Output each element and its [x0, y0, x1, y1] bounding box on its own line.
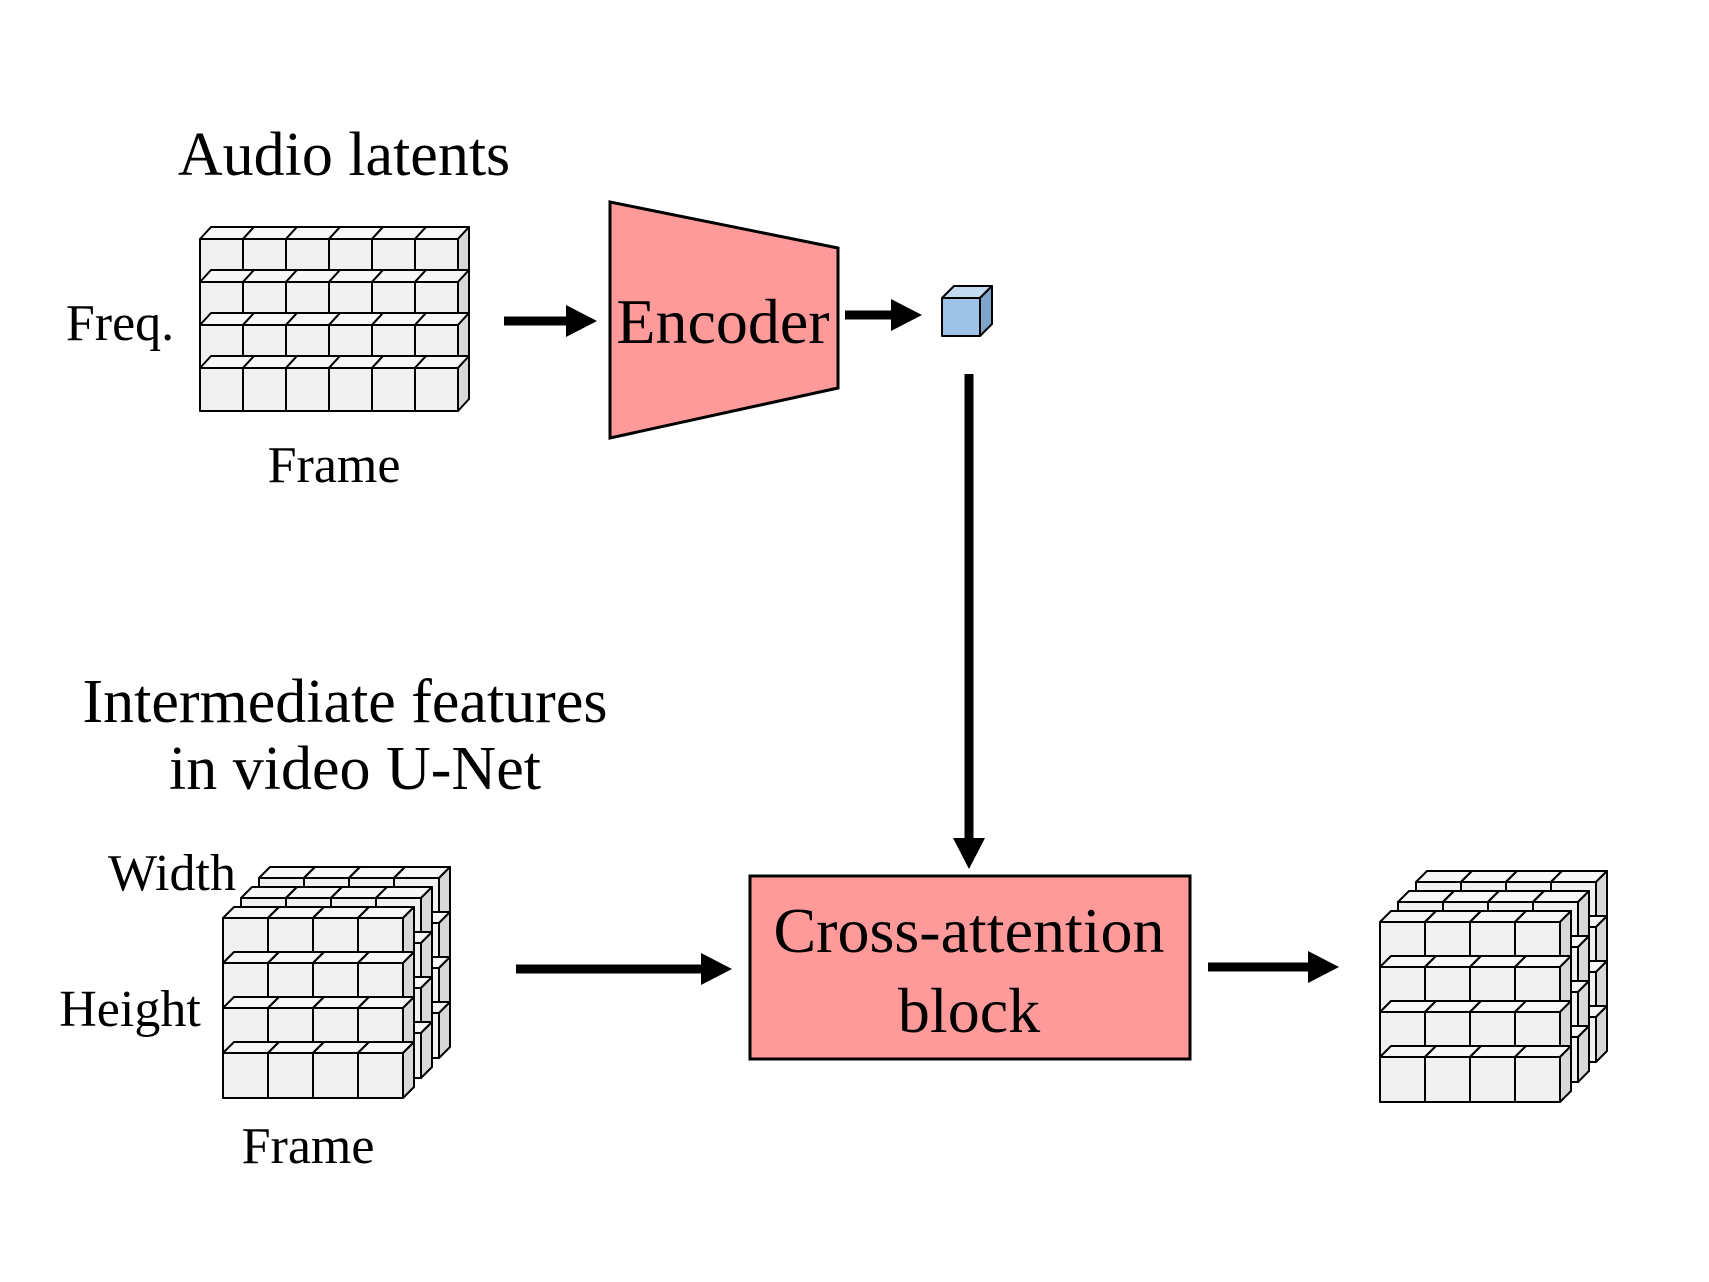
height-label: Height	[59, 981, 201, 1038]
arrow-encoder-to-embedding	[845, 299, 922, 331]
cross-attention-label-line1: Cross-attention	[773, 895, 1164, 966]
cube	[941, 285, 993, 337]
video-frame-label: Frame	[242, 1118, 375, 1175]
audio-latents-grid	[199, 226, 470, 412]
cube	[357, 1041, 415, 1099]
output-features-volume	[1379, 870, 1608, 1103]
arrow-audio-to-encoder	[504, 305, 597, 337]
encoder-block: Encoder	[608, 200, 840, 440]
cube	[242, 355, 298, 412]
freq-label: Freq.	[66, 295, 174, 352]
arrow-features-to-cross-attention	[516, 953, 732, 985]
video-features-volume	[222, 866, 451, 1099]
width-label: Width	[108, 845, 236, 902]
audio-embedding-cube	[941, 285, 993, 337]
cross-attention-label-line2: block	[898, 975, 1040, 1046]
video-features-title-line2: in video U-Net	[169, 735, 541, 803]
video-features-title-line1: Intermediate features	[83, 668, 608, 736]
encoder-label: Encoder	[616, 286, 829, 357]
audio-latents-title: Audio latents	[178, 121, 510, 189]
cube	[414, 355, 470, 412]
cube	[1514, 1045, 1572, 1103]
audio-frame-label: Frame	[268, 437, 401, 494]
arrow-cross-attention-to-output	[1208, 951, 1339, 983]
cross-attention-block: Cross-attention block	[748, 874, 1192, 1061]
arrow-embedding-to-cross-attention	[953, 374, 985, 869]
